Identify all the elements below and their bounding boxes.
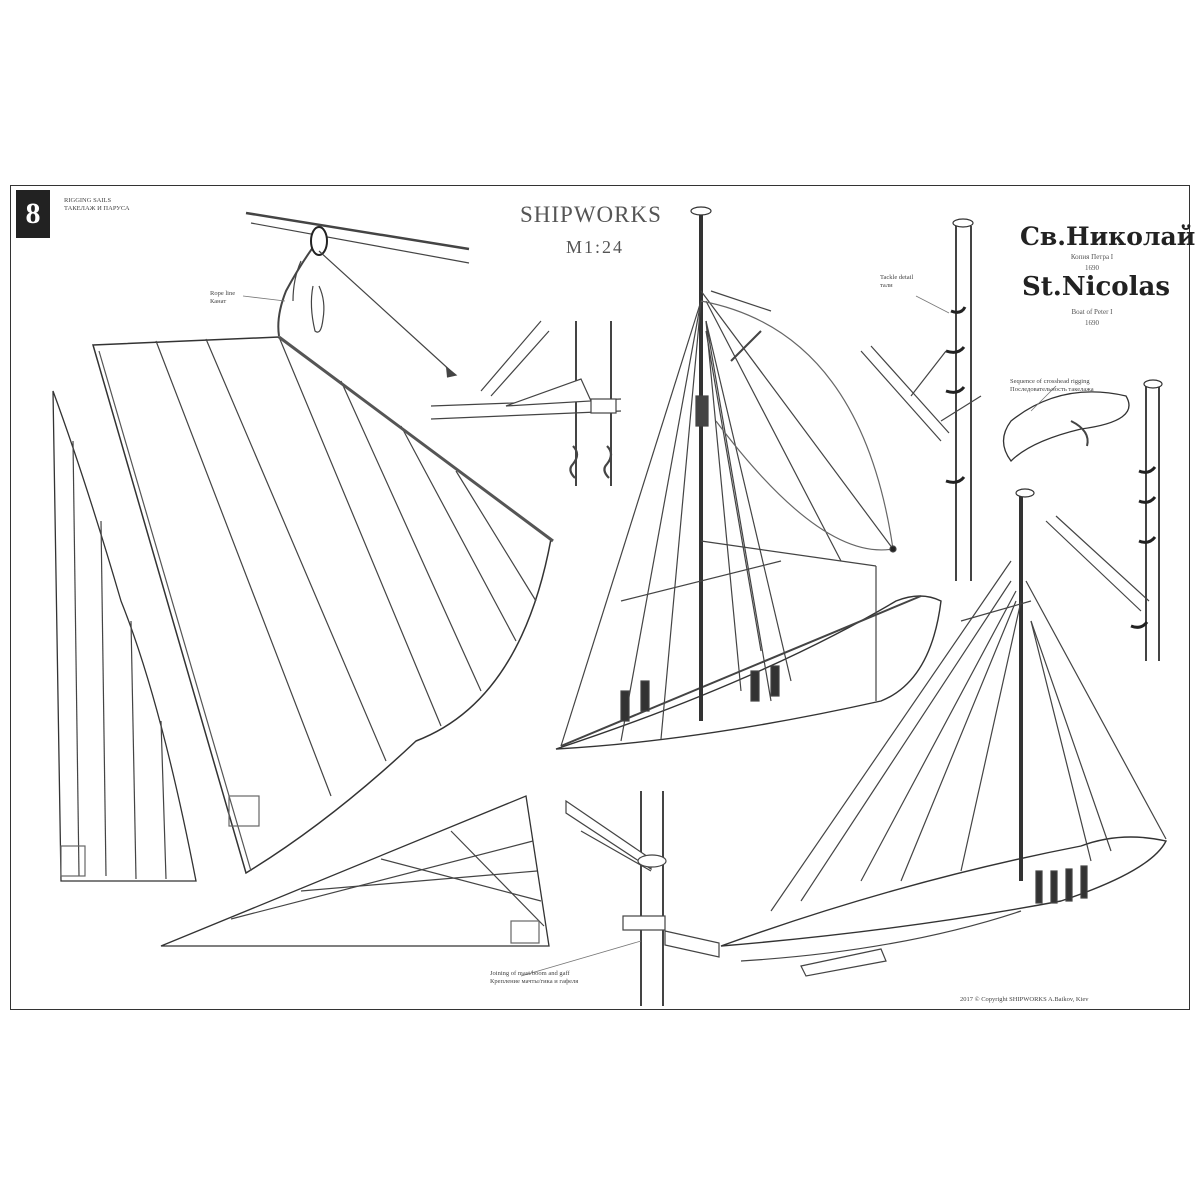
sub-line: Boat of Peter I	[1071, 308, 1113, 316]
callout-joining: Joining of mast/boom and gaff Крепление …	[490, 970, 578, 986]
callout-line: Крепление мачты/гика и гафеля	[490, 978, 579, 985]
title-english: St.Nicolas	[1022, 272, 1171, 302]
callout-line: Tackle detail	[880, 274, 914, 281]
leader-lines	[242, 295, 1057, 977]
sub-line: Копия Петра I	[1070, 253, 1114, 261]
callout-line: Joining of mast/boom and gaff	[490, 970, 570, 977]
title-russian: Св.Николай	[1020, 222, 1196, 251]
header-line: RIGGING SAILS	[64, 197, 112, 204]
callout-line: Sequence of crosshead rigging	[1010, 378, 1090, 385]
jib-sail-drawing	[52, 390, 197, 882]
gaff-detail-drawing	[245, 211, 470, 378]
callout-line: Последовательность такелажа	[1010, 386, 1094, 393]
center-boat-drawing	[555, 206, 942, 750]
sheet-header: RIGGING SAILS ТАКЕЛАЖ И ПАРУСА	[64, 197, 130, 213]
callout-line: Rope line	[210, 290, 236, 297]
brand-title: SHIPWORKS	[520, 202, 662, 227]
boom-detail-drawing	[430, 320, 622, 486]
callout-line: Канат	[210, 298, 227, 305]
sheet-number-badge: 8	[16, 190, 50, 238]
copyright-footer: 2017 © Copyright SHIPWORKS A.Baikov, Kie…	[960, 996, 1089, 1003]
right-mast-detail-drawing	[860, 218, 982, 581]
drawing-sheet	[10, 185, 1190, 1010]
lower-boat-drawing	[720, 488, 1168, 977]
sub-line: 1690	[1085, 264, 1099, 272]
sub-line: 1690	[1085, 319, 1099, 327]
large-sail-drawing	[92, 335, 554, 875]
mast-junction-drawing	[565, 791, 720, 1006]
callout-line: тали	[880, 282, 893, 289]
scale-label: M1:24	[566, 237, 625, 257]
header-line: ТАКЕЛАЖ И ПАРУСА	[64, 205, 130, 212]
title-russian-sub: Копия Петра I 1690	[1040, 252, 1144, 274]
rigging-drawing	[52, 206, 1168, 1006]
callout-crosshead: Sequence of crosshead rigging Последоват…	[1010, 378, 1094, 394]
callout-tackle: Tackle detail тали	[880, 274, 913, 290]
far-right-mast-detail-drawing	[1002, 379, 1163, 661]
title-english-sub: Boat of Peter I 1690	[1040, 307, 1144, 329]
callout-rope-line: Rope line Канат	[210, 290, 235, 306]
staysail-drawing	[160, 795, 550, 947]
